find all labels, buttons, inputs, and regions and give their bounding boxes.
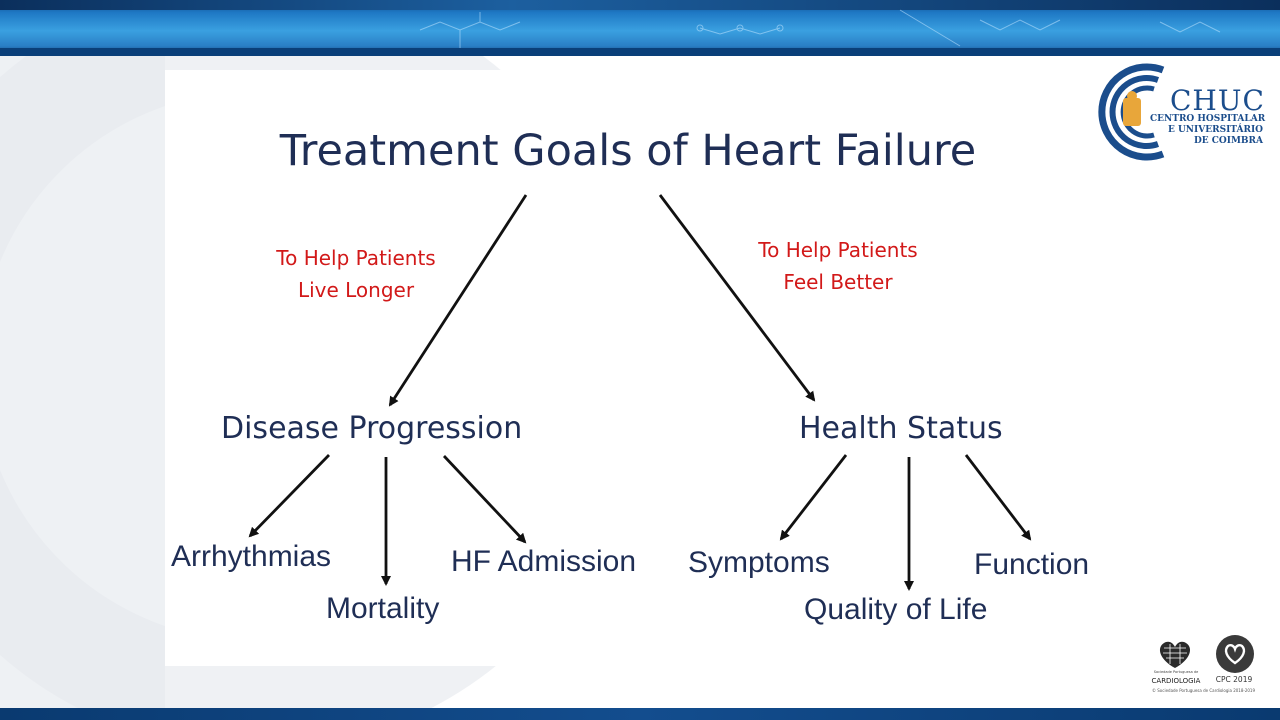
goal-live-longer-line-2: Live Longer [297, 278, 415, 302]
arrow-title-to-health-status [658, 194, 816, 402]
leaf-quality-of-life: Quality of Life [804, 593, 988, 626]
chuc-logo-name: CHUC [1170, 84, 1265, 117]
leaf-arrhythmias: Arrhythmias [171, 540, 332, 573]
banner-bottom-strip [0, 48, 1280, 56]
chuc-subtitle-line-3: DE COIMBRA [1193, 136, 1263, 146]
spc-small-text: Sociedade Portuguesa de [1153, 670, 1199, 674]
arrow-to-arrhythmias [248, 454, 331, 538]
goal-feel-better: To Help Patients Feel Better [728, 234, 948, 298]
slide-content-area [165, 70, 1280, 666]
leaf-symptoms: Symptoms [688, 546, 830, 579]
leaf-mortality: Mortality [326, 592, 440, 625]
cpc-name: CPC 2019 [1215, 675, 1253, 684]
cpc-heart-icon [1216, 635, 1254, 673]
spc-name: CARDIOLOGIA [1151, 677, 1201, 685]
goal-live-longer-line-1: To Help Patients [276, 246, 436, 270]
node-disease-progression: Disease Progression [221, 411, 523, 446]
copyright-text: © Sociedade Portuguesa de Cardiologia 20… [1152, 688, 1256, 693]
slide-title: Treatment Goals of Heart Failure [279, 126, 977, 176]
goal-feel-better-line-2: Feel Better [783, 270, 893, 294]
banner-top-strip [0, 0, 1280, 10]
spc-heart-icon [1159, 641, 1191, 668]
leaf-hf-admission: HF Admission [451, 545, 637, 578]
header-banner [0, 0, 1280, 56]
molecule-decoration-icon [419, 9, 1221, 48]
chuc-subtitle-line-2: E UNIVERSITÁRIO [1167, 125, 1263, 135]
chuc-subtitle-line-1: CENTRO HOSPITALAR [1150, 114, 1266, 124]
arrow-to-hf-admission [442, 455, 527, 544]
footer-bar [0, 708, 1280, 720]
chuc-logo-icon [1098, 63, 1165, 161]
chuc-logo-subtitle: CENTRO HOSPITALAR E UNIVERSITÁRIO DE COI… [1150, 114, 1266, 147]
node-health-status: Health Status [799, 411, 1003, 446]
goal-feel-better-line-1: To Help Patients [758, 238, 918, 262]
arrow-to-symptoms [779, 454, 848, 541]
arrow-title-to-disease-progression [388, 194, 528, 407]
arrow-to-function [964, 454, 1032, 541]
goal-live-longer: To Help Patients Live Longer [246, 242, 466, 306]
leaf-function: Function [974, 548, 1090, 581]
